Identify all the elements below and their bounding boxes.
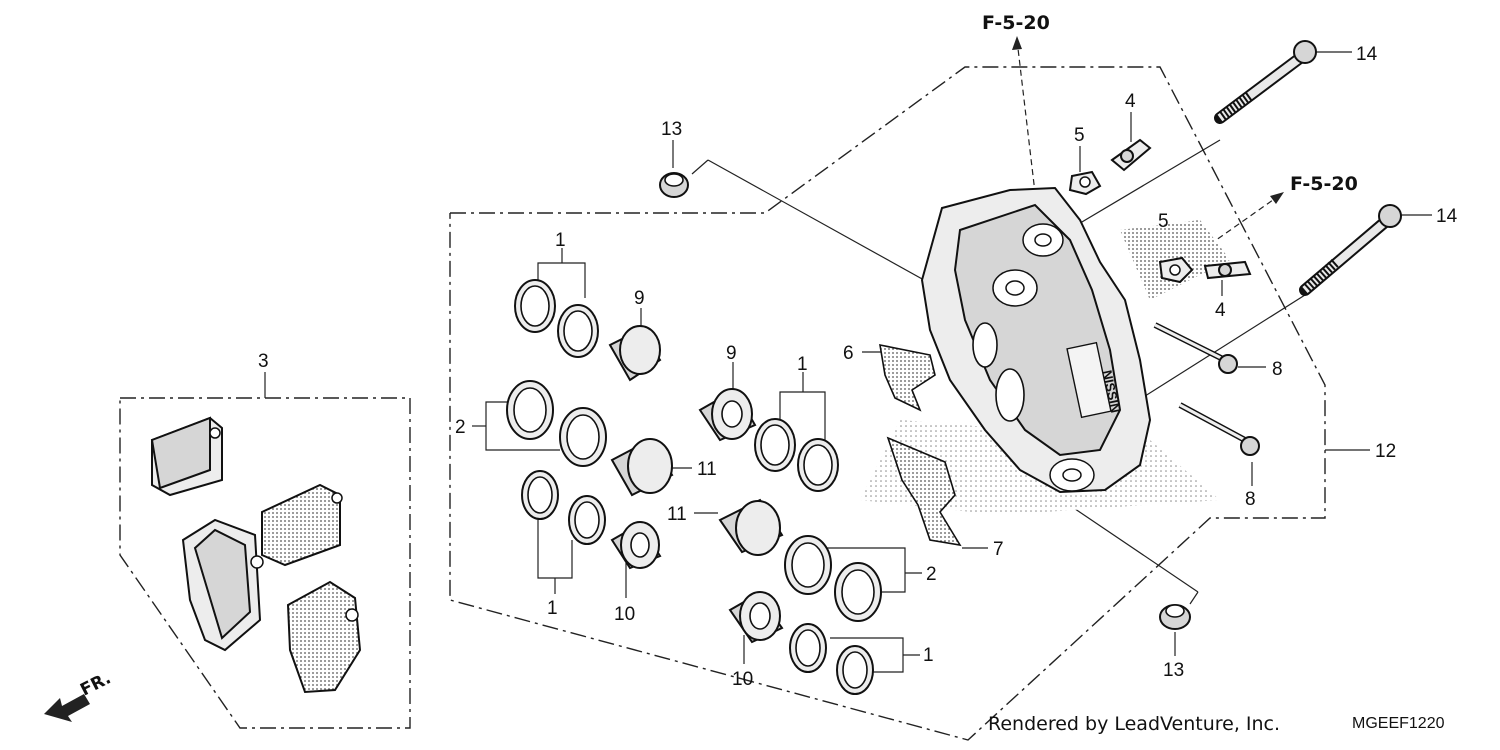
mounting-bolt-top bbox=[1214, 40, 1317, 124]
caliper-cap-bottom bbox=[1159, 604, 1191, 630]
callout-4-mid: 4 bbox=[1215, 300, 1226, 321]
mounting-bolt-mid bbox=[1299, 204, 1402, 296]
bleeder-cap-mid bbox=[1158, 256, 1194, 284]
callout-10-left: 10 bbox=[614, 604, 635, 625]
callout-2-right: 2 bbox=[926, 564, 937, 585]
pad-pin-upper bbox=[1153, 322, 1238, 374]
credit-text: Rendered by LeadVenture, Inc. bbox=[988, 713, 1280, 735]
callout-11-mid: 11 bbox=[667, 504, 687, 525]
callout-11-left: 11 bbox=[697, 459, 717, 480]
pad-pin-lower bbox=[1178, 402, 1260, 456]
callout-13-bottom: 13 bbox=[1163, 660, 1184, 681]
callout-8-bottom: 8 bbox=[1245, 489, 1256, 510]
callout-1-top: 1 bbox=[555, 230, 566, 251]
front-indicator-label: FR. bbox=[77, 668, 114, 700]
assembly-frame-outline bbox=[449, 66, 1326, 741]
callout-1-mid: 1 bbox=[797, 354, 808, 375]
bleeder-cap-top bbox=[1068, 170, 1102, 196]
callout-7: 7 bbox=[993, 539, 1004, 560]
pad-retainer bbox=[886, 436, 962, 547]
callout-1-right: 1 bbox=[923, 645, 934, 666]
piston-seals-and-pistons bbox=[506, 279, 882, 695]
caliper-cap-top bbox=[659, 172, 689, 198]
brake-pad-set bbox=[150, 416, 362, 694]
front-direction-arrow-icon bbox=[44, 694, 90, 722]
bleeder-valve-mid bbox=[1203, 260, 1252, 280]
reference-label-right: F-5-20 bbox=[1290, 173, 1358, 195]
pad-set-frame-outline bbox=[119, 397, 411, 729]
callout-3: 3 bbox=[258, 351, 269, 372]
callout-6: 6 bbox=[843, 343, 854, 364]
reference-label-top: F-5-20 bbox=[982, 12, 1050, 34]
callout-14-top: 14 bbox=[1356, 44, 1378, 65]
callout-2-left: 2 bbox=[455, 417, 466, 438]
callout-4-top: 4 bbox=[1125, 91, 1136, 112]
callout-1-bottom: 1 bbox=[547, 598, 558, 619]
pad-spring bbox=[879, 343, 936, 412]
callout-10-right: 10 bbox=[732, 669, 753, 690]
callout-5-mid: 5 bbox=[1158, 211, 1169, 232]
caliper-body: NISSIN bbox=[860, 186, 1230, 515]
callout-14-mid: 14 bbox=[1436, 206, 1458, 227]
callout-5-top: 5 bbox=[1074, 125, 1085, 146]
callout-9-mid: 9 bbox=[726, 343, 737, 364]
bleeder-valve-top bbox=[1110, 138, 1152, 172]
callout-13-top: 13 bbox=[661, 119, 682, 140]
callout-8-top: 8 bbox=[1272, 359, 1283, 380]
callout-9-left: 9 bbox=[634, 288, 645, 309]
diagram-code: MGEEF1220 bbox=[1352, 715, 1445, 732]
callout-12: 12 bbox=[1375, 441, 1396, 462]
